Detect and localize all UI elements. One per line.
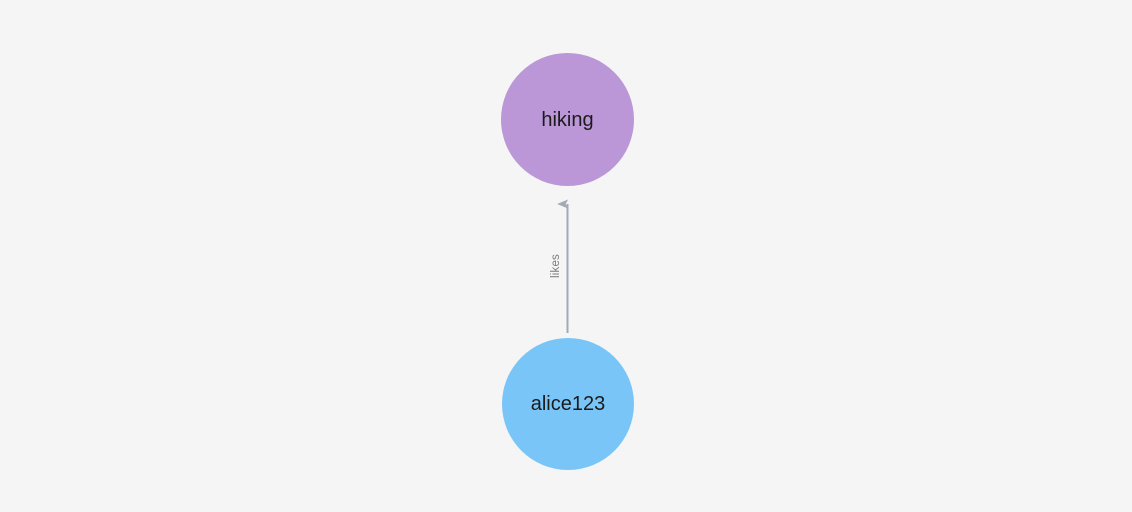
graph-node-alice123[interactable]: alice123 [502, 338, 634, 470]
graph-node-alice123-label: alice123 [530, 393, 606, 415]
graph-node-hiking[interactable]: hiking [501, 53, 634, 186]
graph-node-hiking-label: hiking [541, 108, 594, 131]
